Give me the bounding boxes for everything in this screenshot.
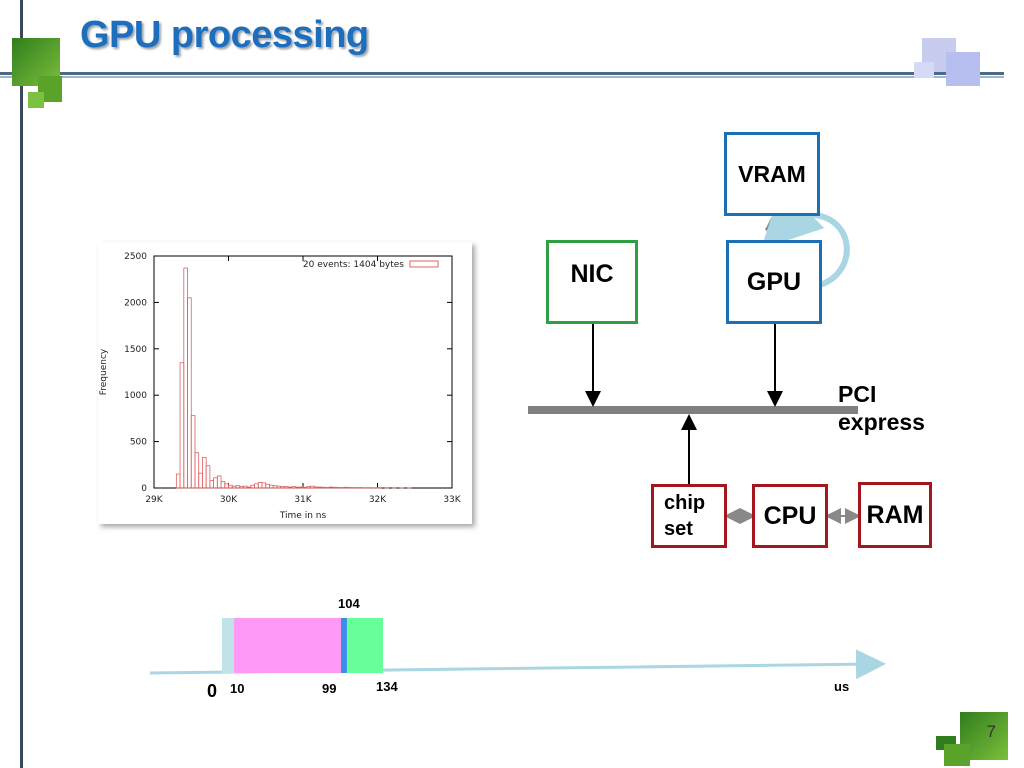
histogram-bar (187, 297, 192, 489)
timeline-label-10: 10 (230, 681, 245, 696)
y-axis-label: Frequency (99, 348, 109, 395)
pci-express-bus (528, 406, 858, 414)
legend-swatch (409, 260, 439, 268)
timeline-label-99: 99 (322, 681, 337, 696)
header-rule (0, 72, 1004, 75)
y-tick-label: 2000 (124, 298, 147, 308)
timeline-segment (222, 618, 235, 673)
x-tick-label: 32K (369, 495, 387, 505)
deco-square-lavender-2 (946, 52, 980, 86)
timeline-segment (234, 618, 341, 673)
timeline-segment (346, 618, 383, 673)
chipset-label-line2: set (664, 518, 693, 540)
y-tick-label: 500 (130, 438, 147, 448)
pci-express-label: PCI express (838, 380, 925, 436)
x-tick-label: 29K (145, 495, 163, 505)
pci-label-line1: PCI (838, 381, 877, 407)
gpu-box: GPU (726, 240, 822, 324)
vram-box: VRAM (724, 132, 820, 216)
cpu-label: CPU (763, 501, 817, 530)
gpu-loop-arrow (760, 185, 850, 288)
left-vertical-rule (20, 0, 23, 768)
page-title: GPU processing (80, 14, 369, 56)
y-tick-label: 1000 (124, 391, 147, 401)
ram-box: RAM (858, 482, 932, 548)
gpu-label: GPU (746, 267, 802, 296)
legend-label: 20 events: 1404 bytes (303, 260, 404, 270)
histogram-bar (205, 465, 211, 489)
timeline-label-0: 0 (207, 681, 218, 701)
deco-square-lavender-3 (914, 62, 934, 78)
timeline-segment (340, 618, 347, 673)
deco-square-green-br-3 (944, 744, 970, 766)
y-tick-label: 0 (141, 484, 147, 494)
x-tick-label: 30K (220, 495, 238, 505)
histogram-bar (194, 452, 200, 489)
header-rule-light (0, 76, 1004, 78)
x-axis-label: Time in ns (279, 511, 327, 521)
y-tick-label: 2500 (124, 252, 147, 262)
chipset-box: chip set (651, 484, 727, 548)
timeline-label-134: 134 (376, 679, 398, 694)
histogram-svg: 0 500 1000 1500 2000 2500 29K 30K 31K 32K 33K Time … (99, 252, 462, 521)
timeline-unit-label: us (834, 679, 850, 694)
histogram-chart: 0 500 1000 1500 2000 2500 29K 30K 31K 32K 33K Time … (98, 242, 472, 524)
page-number: 7 (986, 722, 996, 741)
y-tick-label: 1500 (124, 345, 147, 355)
vram-label: VRAM (738, 160, 806, 187)
x-tick-label: 33K (443, 495, 461, 505)
deco-square-green-3 (28, 92, 44, 108)
pci-label-line2: express (838, 409, 925, 435)
x-tick-label: 31K (294, 495, 312, 505)
chipset-label-line1: chip (664, 492, 706, 514)
cpu-box: CPU (752, 484, 828, 548)
nic-box: NIC (546, 240, 638, 324)
nic-label: NIC (570, 259, 614, 288)
timeline-label-104: 104 (338, 596, 360, 611)
histogram-bar (190, 415, 196, 489)
ram-label: RAM (866, 500, 924, 529)
